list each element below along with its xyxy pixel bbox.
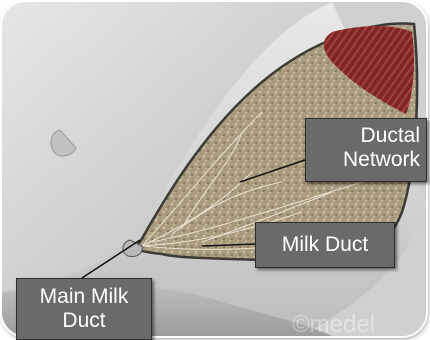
label-ductal-network: Ductal Network <box>305 118 427 182</box>
label-main-milk-duct-line2: Duct <box>17 309 151 333</box>
label-milk-duct: Milk Duct <box>255 222 395 268</box>
label-ductal-network-line1: Ductal <box>306 124 426 148</box>
label-main-milk-duct: Main Milk Duct <box>16 278 152 340</box>
label-ductal-network-line2: Network <box>306 148 426 172</box>
label-main-milk-duct-line1: Main Milk <box>17 285 151 309</box>
watermark: ©medel <box>292 311 375 336</box>
